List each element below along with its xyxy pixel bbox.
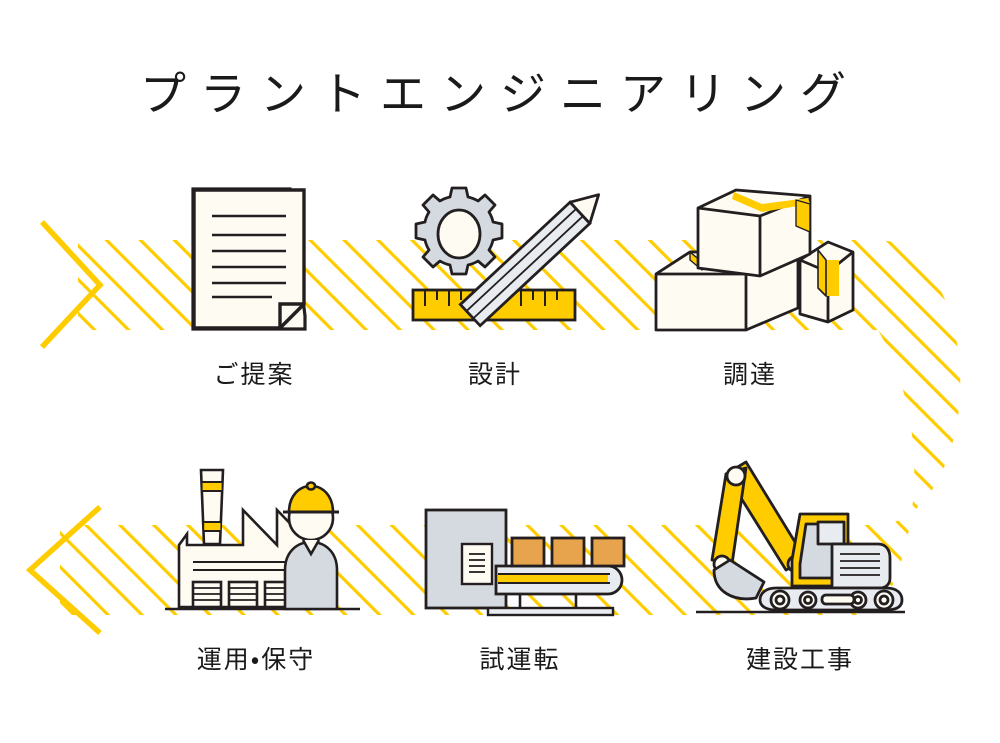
worker-figure <box>283 481 339 611</box>
factory-worker-icon <box>165 462 360 617</box>
conveyor-box <box>510 536 546 568</box>
page-title: プラントエンジニアリング <box>140 67 860 121</box>
step-label-1: ご提案 <box>213 360 295 389</box>
document-text-lines <box>212 214 286 299</box>
control-panel <box>460 542 494 586</box>
pencil-icon <box>458 193 601 328</box>
excavator-bucket <box>712 558 766 601</box>
stacked-boxes-icon <box>650 188 855 335</box>
conveyor-box <box>550 536 586 568</box>
conveyor-box <box>590 536 626 568</box>
excavator-icon <box>690 452 905 617</box>
flow-arrow-start-icon <box>39 220 104 349</box>
step-label-5: 試運転 <box>479 645 561 674</box>
step-label-4: 建設工事 <box>745 645 854 674</box>
step-label-6: 運用・保守 <box>196 645 316 674</box>
gear-icon <box>414 186 504 276</box>
step-label-2: 設計 <box>467 360 522 389</box>
gear-ruler-pencil-icon <box>405 182 601 350</box>
flow-arrow-end-icon <box>25 504 102 636</box>
excavator-engine <box>830 542 892 590</box>
step-label-3: 調達 <box>722 360 777 389</box>
document-icon <box>190 186 308 332</box>
conveyor-icon <box>408 498 633 618</box>
